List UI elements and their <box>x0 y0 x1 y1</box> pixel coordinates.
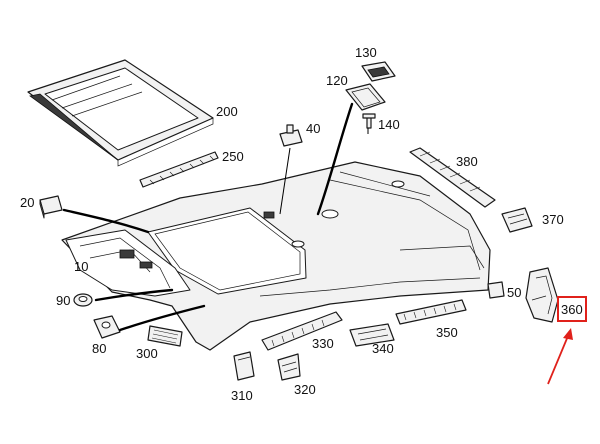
label-370: 370 <box>542 212 564 227</box>
label-200: 200 <box>216 104 238 119</box>
label-300: 300 <box>136 346 158 361</box>
label-310: 310 <box>231 388 253 403</box>
highlight-arrow <box>547 328 573 385</box>
part-250-seal-strip[interactable] <box>139 151 219 188</box>
leader-lines <box>62 102 369 332</box>
label-40: 40 <box>306 121 320 136</box>
highlight-box-360 <box>557 296 587 322</box>
part-120-lamp-lens[interactable] <box>345 83 386 111</box>
part-50-block[interactable] <box>487 281 505 299</box>
part-40-clip[interactable] <box>279 124 303 147</box>
label-80: 80 <box>92 341 106 356</box>
label-250: 250 <box>222 149 244 164</box>
label-120: 120 <box>326 73 348 88</box>
label-90: 90 <box>56 293 70 308</box>
part-90-grommet[interactable] <box>73 293 93 307</box>
label-20: 20 <box>20 195 34 210</box>
part-350-foam-strip[interactable] <box>395 299 467 325</box>
part-340-bracket[interactable] <box>349 323 395 347</box>
label-320: 320 <box>294 382 316 397</box>
part-310-bracket[interactable] <box>233 351 255 381</box>
part-300-pad[interactable] <box>147 325 183 347</box>
part-330-foam-strip[interactable] <box>261 311 343 351</box>
label-140: 140 <box>378 117 400 132</box>
part-360-trim-piece[interactable] <box>525 267 559 323</box>
part-370-bracket[interactable] <box>501 207 533 233</box>
part-380-rear-trim-strip[interactable] <box>409 147 496 208</box>
label-10: 10 <box>74 259 88 274</box>
headliner-main-panel[interactable] <box>61 161 491 351</box>
part-20-block[interactable] <box>39 195 63 219</box>
label-380: 380 <box>456 154 478 169</box>
part-130-lamp-housing[interactable] <box>361 61 396 82</box>
part-labels: 200 250 130 120 140 40 380 370 20 10 90 … <box>20 45 583 403</box>
part-80-clip[interactable] <box>93 315 121 339</box>
label-350: 350 <box>436 325 458 340</box>
label-130: 130 <box>355 45 377 60</box>
label-340: 340 <box>372 341 394 356</box>
part-140-screw[interactable] <box>362 113 376 129</box>
part-200-sunroof-panel[interactable] <box>27 59 214 167</box>
label-50: 50 <box>507 285 521 300</box>
label-330: 330 <box>312 336 334 351</box>
part-320-bracket[interactable] <box>277 353 301 381</box>
label-360: 360 <box>561 302 583 317</box>
